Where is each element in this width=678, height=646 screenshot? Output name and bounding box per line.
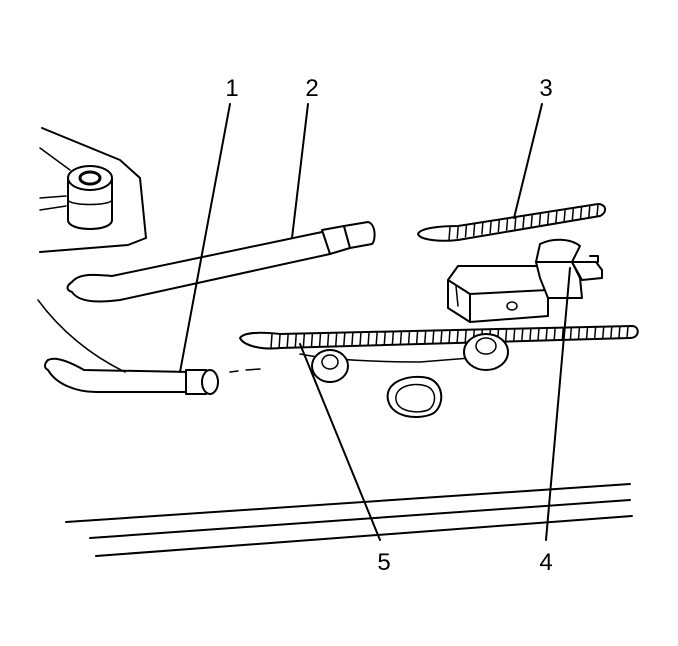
rib-mark: [359, 331, 362, 346]
rib-mark: [610, 326, 613, 339]
rib-mark: [294, 333, 298, 348]
rib-mark: [555, 211, 558, 223]
rib-mark: [343, 332, 346, 347]
panel-clip-left: [311, 349, 349, 383]
rib-mark: [489, 220, 492, 234]
rib-mark: [561, 327, 565, 340]
rib-mark: [579, 207, 583, 219]
callout-4: 4: [539, 549, 552, 576]
rib-mark: [432, 330, 435, 344]
callout-1: 1: [225, 75, 238, 102]
rib-mark: [521, 328, 524, 342]
rib-mark: [383, 331, 387, 345]
rib-mark: [278, 333, 281, 348]
rib-mark: [497, 219, 501, 233]
leader-4: [545, 267, 571, 541]
rib-mark: [514, 217, 517, 230]
callout-labels: 1 2 3 4 5: [225, 75, 552, 576]
rib-mark: [577, 327, 581, 340]
rib-mark: [456, 329, 459, 343]
rib-mark: [456, 225, 459, 239]
part-3-ribbed-strip: [417, 203, 606, 242]
rib-mark: [522, 215, 525, 229]
housing-boss: [67, 165, 113, 230]
upper-left-housing: [37, 127, 147, 373]
rib-mark: [505, 218, 509, 231]
rib-mark: [626, 325, 629, 339]
panel-clip-right: [463, 333, 509, 371]
rib-mark: [318, 332, 322, 347]
rib-mark: [270, 333, 273, 349]
rib-mark: [326, 332, 330, 347]
rib-mark: [538, 213, 542, 226]
rib-mark: [440, 330, 443, 344]
leader-1: [179, 103, 231, 373]
rib-mark: [529, 328, 532, 341]
rib-mark: [530, 214, 533, 227]
rib-mark: [367, 331, 370, 346]
rib-mark: [391, 331, 395, 345]
lower-panel: [65, 333, 633, 557]
rib-mark: [302, 333, 306, 348]
rib-mark: [481, 222, 484, 235]
rib-mark: [596, 204, 599, 217]
rib-mark: [399, 331, 403, 345]
rib-mark: [553, 327, 556, 341]
rib-mark: [585, 326, 589, 340]
leader-2: [291, 103, 309, 239]
rib-mark: [563, 209, 566, 222]
rib-mark: [588, 206, 591, 218]
rib-mark: [571, 208, 575, 221]
rib-mark: [545, 327, 548, 341]
rib-mark: [448, 226, 451, 241]
rib-mark: [351, 332, 354, 346]
leader-lines: [179, 103, 571, 541]
rib-mark: [504, 328, 508, 342]
part-1-tube: [44, 357, 261, 395]
leader-3: [513, 103, 543, 219]
rib-mark: [464, 224, 468, 238]
part-2-rod: [66, 221, 376, 303]
callout-2: 2: [305, 75, 318, 102]
leader-5: [299, 343, 381, 541]
rib-mark: [593, 326, 597, 339]
rib-mark: [601, 326, 605, 339]
rib-mark: [375, 331, 378, 346]
panel-oval-hole: [386, 375, 443, 418]
rib-mark: [464, 329, 467, 343]
rib-mark: [569, 327, 573, 340]
rib-mark: [472, 223, 476, 237]
rib-mark: [537, 327, 540, 341]
rib-mark: [423, 330, 427, 344]
part-5-ribbed-strip: [239, 325, 639, 350]
rib-mark: [546, 212, 550, 225]
rib-mark: [415, 330, 419, 344]
rib-mark: [618, 326, 621, 339]
callout-5: 5: [377, 549, 390, 576]
part-4-bracket: [447, 238, 603, 323]
rib-mark: [334, 332, 338, 347]
rib-mark: [448, 329, 451, 344]
rib-mark: [512, 328, 516, 342]
rib-mark: [310, 333, 314, 347]
rib-mark: [407, 330, 411, 345]
callout-3: 3: [539, 75, 552, 102]
rib-mark: [286, 333, 289, 348]
